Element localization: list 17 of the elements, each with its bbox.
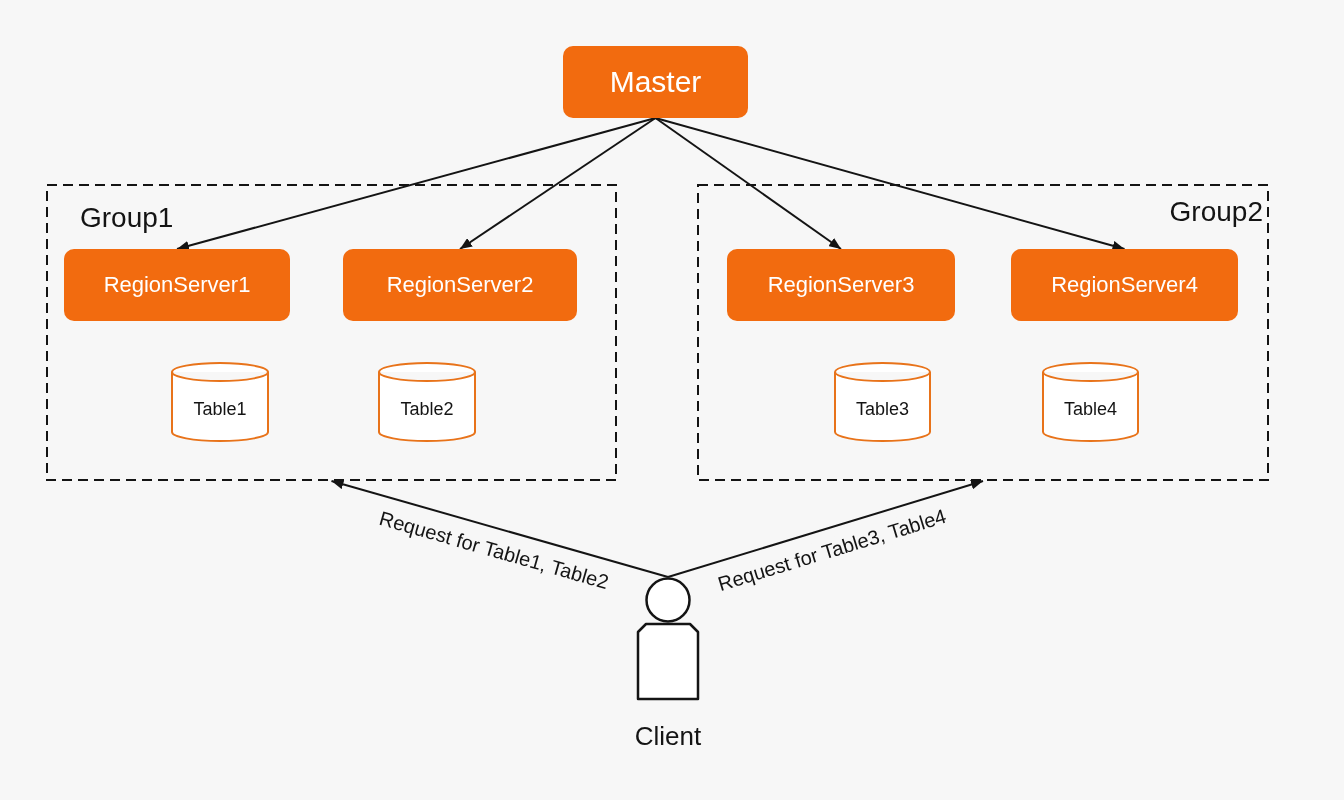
server-node: RegionServer4: [1011, 249, 1238, 321]
server-node: RegionServer3: [727, 249, 955, 321]
server-node: RegionServer1: [64, 249, 290, 321]
group-label: Group1: [80, 202, 174, 234]
server-node: RegionServer2: [343, 249, 577, 321]
group-label: Group2: [1169, 196, 1263, 228]
server-node: Master: [563, 46, 748, 118]
arrow: [667, 479, 984, 578]
arrow: [330, 479, 669, 578]
arrow: [654, 117, 842, 250]
arrow: [459, 117, 657, 250]
table-label: Table3: [855, 398, 909, 420]
client-label: Client: [634, 721, 702, 751]
table-label: Table1: [193, 398, 247, 420]
arrow: [654, 117, 1126, 251]
table-label: Table4: [1063, 398, 1117, 420]
table-label: Table2: [400, 398, 454, 420]
